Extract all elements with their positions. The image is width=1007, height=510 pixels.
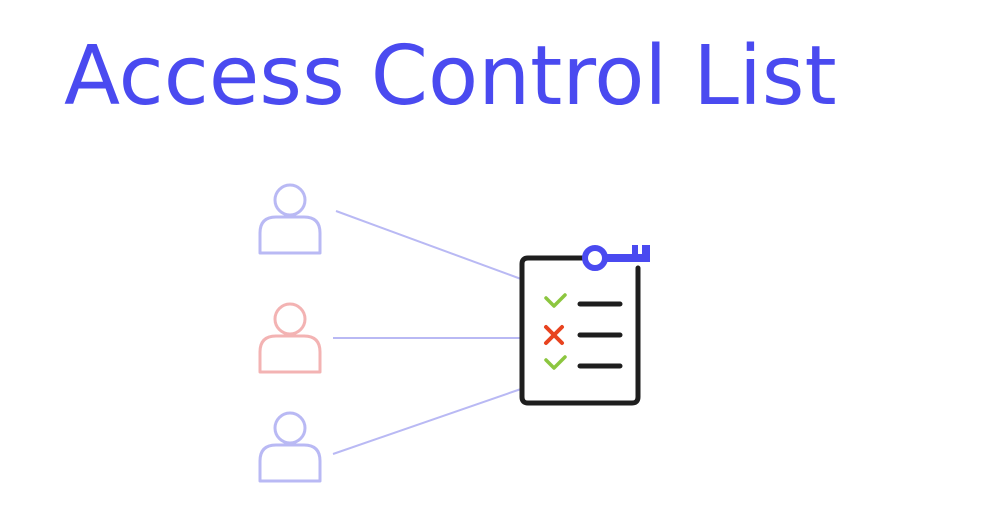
connector-line-1 — [335, 210, 522, 280]
key-icon — [582, 245, 650, 271]
user-icon — [258, 183, 322, 255]
user-icon — [258, 411, 322, 483]
connector-line-3 — [332, 388, 522, 455]
clipboard-icon — [519, 255, 641, 406]
check-icon — [544, 355, 567, 370]
cross-icon — [544, 325, 564, 345]
page-title: Access Control List — [64, 29, 837, 124]
check-icon — [544, 293, 567, 308]
user-icon — [258, 302, 322, 374]
